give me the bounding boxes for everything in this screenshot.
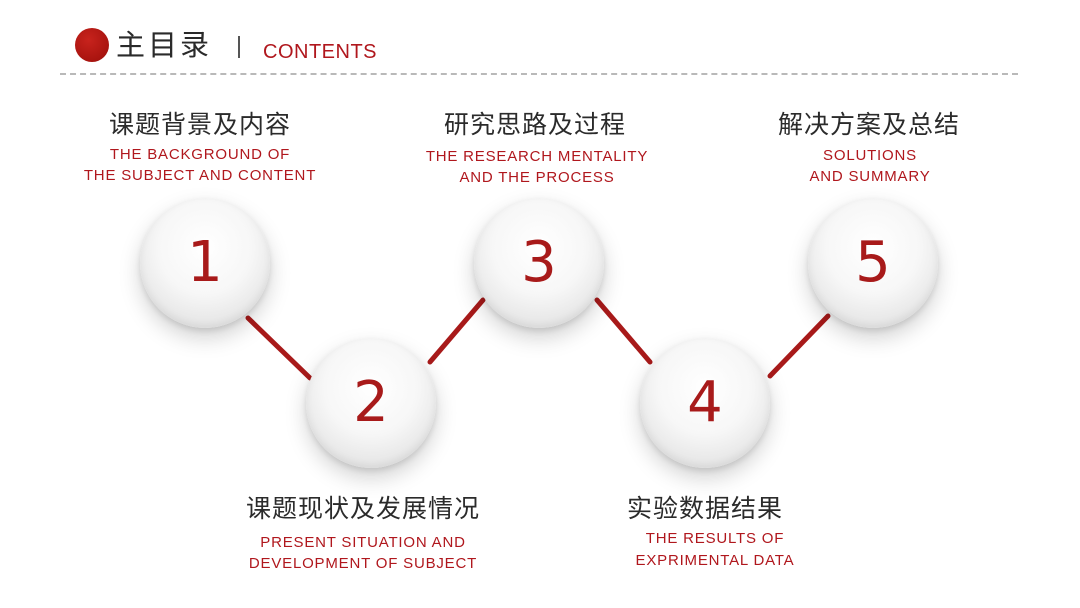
item-4-title: 实验数据结果 <box>626 494 783 523</box>
header-separator <box>238 36 240 58</box>
item-3-subtitle-line2: AND THE PROCESS <box>459 169 615 186</box>
item-1-subtitle-line1: THE BACKGROUND OF <box>109 146 291 163</box>
item-3-circle[interactable]: 3 <box>474 198 604 328</box>
page-title-en: CONTENTS <box>263 41 377 63</box>
item-3-title: 研究思路及过程 <box>443 110 626 139</box>
item-1-title: 课题背景及内容 <box>108 110 291 139</box>
item-4-subtitle-line2: EXPRIMENTAL DATA <box>635 552 795 569</box>
item-5-number: 5 <box>855 230 891 295</box>
connector-4-5 <box>767 313 831 379</box>
item-2-subtitle-line1: PRESENT SITUATION AND <box>260 534 466 551</box>
item-5-title: 解决方案及总结 <box>777 110 960 139</box>
item-4-circle[interactable]: 4 <box>640 338 770 468</box>
header-bullet <box>75 28 109 62</box>
item-5-subtitle-line2: AND SUMMARY <box>809 168 931 185</box>
item-1-subtitle-line2: THE SUBJECT AND CONTENT <box>83 167 317 184</box>
item-3-subtitle-line1: THE RESEARCH MENTALITY <box>425 148 649 165</box>
item-2-circle[interactable]: 2 <box>306 338 436 468</box>
item-4-subtitle-line1: THE RESULTS OF <box>645 530 785 547</box>
page-title: 主目录 <box>116 28 213 62</box>
item-2-title: 课题现状及发展情况 <box>245 494 480 523</box>
item-2-subtitle-line2: DEVELOPMENT OF SUBJECT <box>248 555 478 572</box>
connector-2-3 <box>427 297 486 365</box>
item-1-number: 1 <box>187 230 223 295</box>
item-5-subtitle-line1: SOLUTIONS <box>823 147 917 164</box>
connector-3-4 <box>594 297 653 365</box>
item-1-circle[interactable]: 1 <box>140 198 270 328</box>
item-5-circle[interactable]: 5 <box>808 198 938 328</box>
item-2-number: 2 <box>353 370 389 435</box>
connector-1-2 <box>245 315 313 381</box>
item-4-number: 4 <box>687 370 723 435</box>
header-divider <box>60 73 1018 75</box>
item-3-number: 3 <box>521 230 557 295</box>
